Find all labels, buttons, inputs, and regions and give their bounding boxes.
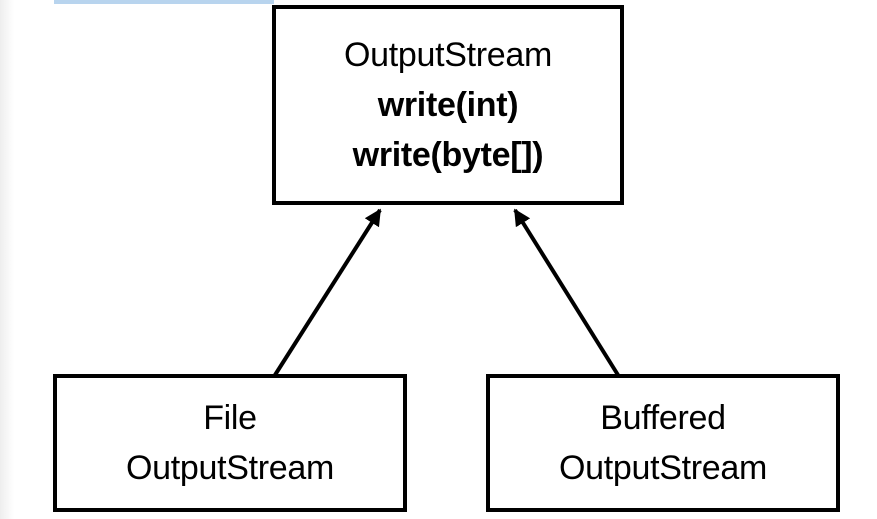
buffered-outputstream-class-box: Buffered OutputStream [486, 374, 840, 512]
method-write-int: write(int) [377, 86, 519, 124]
arrow-file-to-outputstream [273, 208, 382, 377]
class-name-line1: File [203, 399, 257, 437]
class-name-line2: OutputStream [125, 449, 335, 487]
arrow-buffered-to-outputstream [513, 208, 620, 377]
class-name-line1: Buffered [600, 399, 726, 437]
class-name-line2: OutputStream [558, 449, 768, 487]
page-edge-shade [0, 0, 14, 519]
selection-highlight [54, 0, 274, 4]
class-name-outputstream: OutputStream [343, 36, 553, 74]
method-write-byte-array: write(byte[]) [352, 136, 544, 174]
file-outputstream-class-box: File OutputStream [53, 374, 407, 512]
outputstream-class-box: OutputStream write(int) write(byte[]) [272, 5, 624, 205]
